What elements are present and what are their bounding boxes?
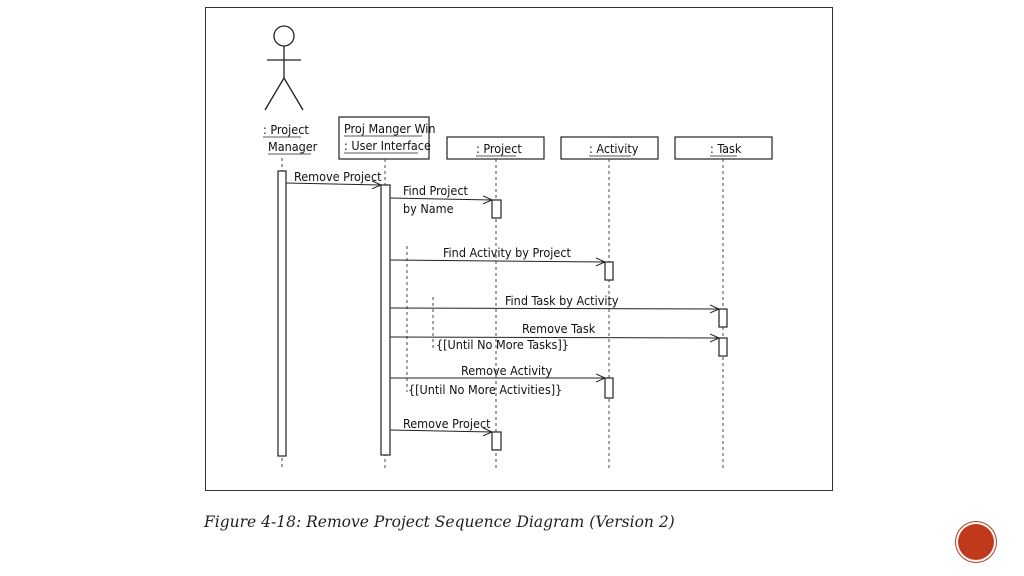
msg-find-project-arrow xyxy=(389,198,492,200)
activity-object-label: : Activity xyxy=(589,141,639,156)
ui-activation xyxy=(380,184,391,456)
ui-object-line2: : User Interface xyxy=(344,138,431,153)
project-object-label: : Project xyxy=(476,141,522,156)
figure-caption: Figure 4-18: Remove Project Sequence Dia… xyxy=(204,513,675,531)
msg-find-project-label-1: Find Project xyxy=(403,183,469,198)
activity-activation-2 xyxy=(604,377,614,399)
task-activation-2 xyxy=(718,337,728,357)
msg-remove-project-1-label: Remove Project xyxy=(294,169,382,184)
msg-remove-project-1-arrow xyxy=(285,183,381,185)
guard-until-activities: {[Until No More Activities]} xyxy=(408,382,562,397)
msg-remove-task-label: Remove Task xyxy=(522,321,596,336)
actor-label-line1: : Project xyxy=(263,122,309,137)
ui-object-line1: Proj Manger Win xyxy=(344,121,436,136)
msg-find-activity-label: Find Activity by Project xyxy=(443,245,571,260)
msg-remove-project-2-label: Remove Project xyxy=(403,416,491,431)
page-number-badge xyxy=(958,524,994,560)
task-object-label: : Task xyxy=(710,141,742,156)
activity-activation-1 xyxy=(604,261,614,281)
project-activation-1 xyxy=(491,199,502,219)
msg-find-activity-arrow xyxy=(389,260,605,262)
actor-label-line2: Manager xyxy=(268,139,318,154)
diagram-frame xyxy=(205,7,833,491)
task-activation-1 xyxy=(718,308,728,328)
project-activation-2 xyxy=(491,431,502,451)
msg-remove-activity-label: Remove Activity xyxy=(461,363,553,378)
msg-find-task-label: Find Task by Activity xyxy=(505,293,619,308)
msg-remove-project-2-arrow xyxy=(389,430,492,432)
msg-find-task-arrow xyxy=(389,308,719,309)
msg-find-project-label-2: by Name xyxy=(403,201,454,216)
guard-until-tasks: {[Until No More Tasks]} xyxy=(436,337,569,352)
actor-activation xyxy=(277,170,287,457)
actor-icon xyxy=(264,25,304,111)
ui-object-box xyxy=(338,116,430,160)
msg-remove-task-arrow xyxy=(389,337,719,338)
